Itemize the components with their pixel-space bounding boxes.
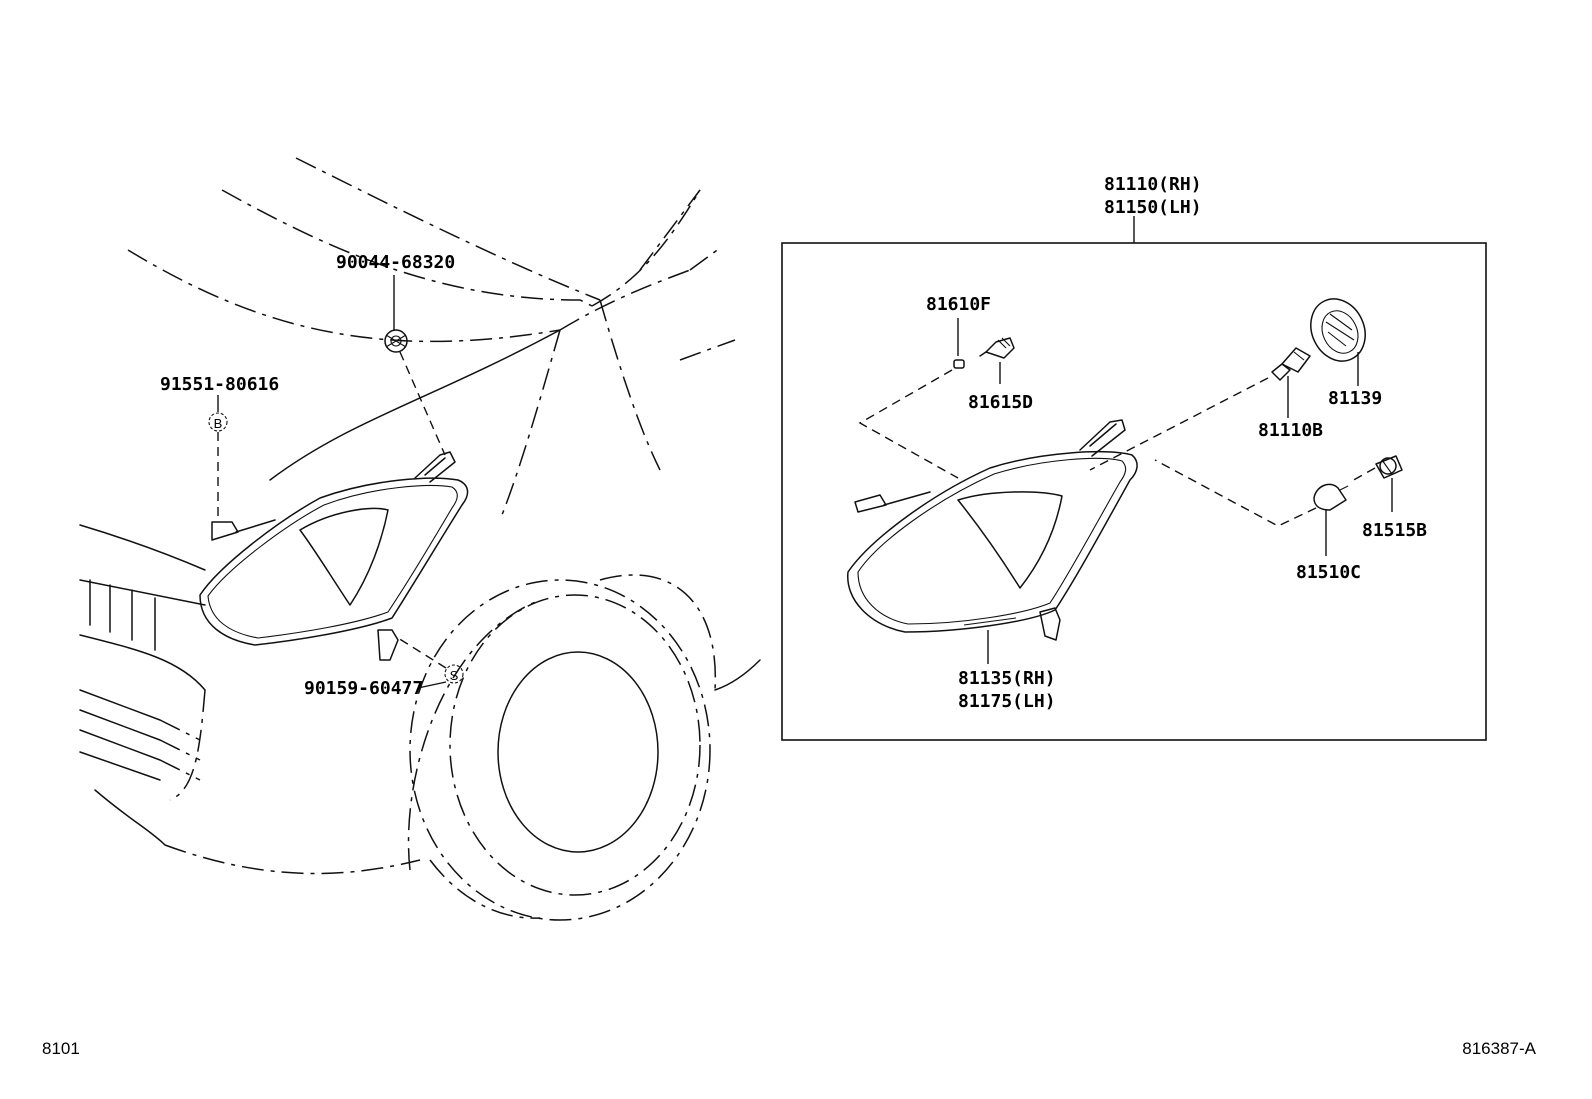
label-lens-lh: 81175(LH) [958,691,1056,712]
vehicle-headlamp [199,451,469,661]
label-lens-rh: 81135(RH) [958,668,1056,689]
wedge-bulb-icon [953,359,965,369]
assembly-detail-box [781,242,1487,741]
turn-bulb-icon [1313,483,1349,511]
footer-right-code: 816387-A [1462,1039,1536,1058]
label-screw-b: 91551-80616 [160,374,279,395]
callout-b-letter: B [214,416,223,431]
callout-b-marker: B [208,412,228,432]
h4-bulb-icon [1271,347,1311,381]
vehicle-outline [79,157,761,921]
headlamp-assembly-icon [847,419,1138,641]
nut-clip-icon [384,329,408,353]
dust-cap-icon [1310,298,1366,362]
label-small-socket: 81615D [968,392,1033,413]
footer-left-code: 8101 [42,1039,80,1058]
label-nut-clip: 90044-68320 [336,252,455,273]
label-assy-rh: 81110(RH) [1104,174,1202,195]
turn-socket-icon [1375,455,1403,479]
label-dust-cap: 81139 [1328,388,1382,409]
label-screw-s: 90159-60477 [304,678,423,699]
label-turn-socket: 81515B [1362,520,1427,541]
label-wedge-bulb: 81610F [926,294,991,315]
label-turn-bulb: 81510C [1296,562,1361,583]
callout-s-letter: S [450,668,459,683]
label-h4-bulb: 81110B [1258,420,1323,441]
callout-s-marker: S [444,664,464,684]
label-assy-lh: 81150(LH) [1104,197,1202,218]
small-socket-icon [979,337,1015,359]
